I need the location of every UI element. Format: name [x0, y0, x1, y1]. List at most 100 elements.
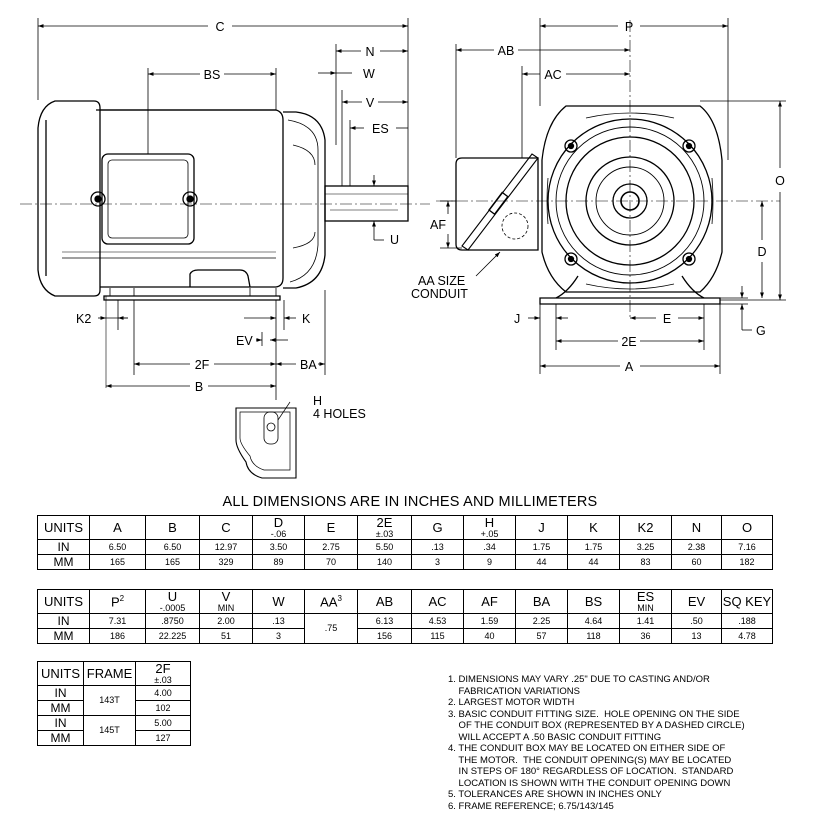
- t2-header-af: AF: [463, 589, 516, 614]
- t2-header-units: UNITS: [37, 589, 90, 614]
- front-bracket: [283, 111, 326, 289]
- label-bs: BS: [204, 68, 221, 82]
- aa-value-cell: .75: [304, 613, 358, 644]
- label-ac: AC: [544, 68, 561, 82]
- table-cell: 2.25: [515, 613, 568, 629]
- label-e: E: [663, 312, 671, 326]
- label-n: N: [365, 45, 374, 59]
- note-line: FABRICATION VARIATIONS: [448, 685, 580, 697]
- table-cell: 2.38: [671, 539, 722, 555]
- table-cell: 3.50: [252, 539, 305, 555]
- t3-unit-in: IN: [37, 685, 84, 701]
- table-cell: .13: [411, 539, 464, 555]
- frame-cell: 143T: [83, 685, 136, 716]
- label-ab: AB: [498, 44, 515, 58]
- table-cell: 165: [89, 554, 146, 570]
- t3-unit-mm: MM: [37, 700, 84, 716]
- table-cell: 5.00: [135, 715, 191, 731]
- table-cell: 1.75: [515, 539, 568, 555]
- t3-header-2f: 2F±.03: [135, 661, 191, 686]
- t1-header-2e: 2E±.03: [357, 515, 412, 540]
- table-cell: 89: [252, 554, 305, 570]
- table-cell: .13: [252, 613, 305, 629]
- table-cell: 40: [463, 628, 516, 644]
- table-cell: 118: [567, 628, 620, 644]
- label-g: G: [756, 324, 766, 338]
- table-cell: 7.31: [89, 613, 146, 629]
- label-af: AF: [430, 218, 446, 232]
- t3-header-units: UNITS: [37, 661, 84, 686]
- notes-list: 1. DIMENSIONS MAY VARY .25" DUE TO CASTI…: [448, 674, 778, 812]
- label-conduit: CONDUIT: [411, 287, 468, 301]
- table-cell: 186: [89, 628, 146, 644]
- table-cell: 6.50: [89, 539, 146, 555]
- label-p: P: [625, 20, 633, 34]
- table-cell: 4.00: [135, 685, 191, 701]
- label-aa-size: AA SIZE: [418, 274, 465, 288]
- table-cell: 4.78: [721, 628, 773, 644]
- note-line: WILL ACCEPT A .50 BASIC CONDUIT FITTING: [448, 731, 662, 743]
- front-housing: [541, 105, 723, 293]
- shaft: [324, 185, 409, 222]
- note-line: 5. TOLERANCES ARE SHOWN IN INCHES ONLY: [448, 789, 662, 800]
- label-holes: 4 HOLES: [313, 407, 366, 421]
- table-cell: 4.64: [567, 613, 620, 629]
- side-view: [20, 100, 430, 388]
- table-cell: 6.50: [145, 539, 200, 555]
- conduit-box-side: [455, 157, 539, 251]
- table-cell: 1.59: [463, 613, 516, 629]
- table-cell: 1.41: [619, 613, 672, 629]
- t2-header-ev: EV: [671, 589, 722, 614]
- note-line: 4. THE CONDUIT BOX MAY BE LOCATED ON EIT…: [448, 743, 726, 754]
- label-k2: K2: [76, 312, 91, 326]
- table-cell: 102: [135, 700, 191, 716]
- front-dimensions: [440, 18, 786, 374]
- label-v: V: [366, 96, 375, 110]
- label-2f: 2F: [195, 358, 210, 372]
- table-row: IN 143T 4.00: [37, 685, 191, 716]
- table-cell: 5.50: [357, 539, 412, 555]
- table-cell: 60: [671, 554, 722, 570]
- label-j: J: [514, 312, 520, 326]
- end-bell: [37, 100, 101, 297]
- t2-unit-mm: MM: [37, 628, 90, 644]
- table-row: IN 6.50 6.50 12.97 3.50 2.75 5.50 .13 .3…: [37, 539, 773, 555]
- motor-base: [103, 295, 281, 301]
- t3-header-frame: FRAME: [83, 661, 136, 686]
- label-ba: BA: [300, 358, 317, 372]
- t1-header-a: A: [89, 515, 146, 540]
- t3-unit-mm: MM: [37, 730, 84, 746]
- t2-header-ba: BA: [515, 589, 568, 614]
- table-cell: 165: [145, 554, 200, 570]
- t2-header-ab: AB: [357, 589, 412, 614]
- label-a: A: [625, 360, 634, 374]
- note-line: 6. FRAME REFERENCE; 6.75/143/145: [448, 800, 614, 812]
- t1-unit-mm: MM: [37, 554, 90, 570]
- conduit-box: [101, 153, 195, 245]
- t2-unit-in: IN: [37, 613, 90, 629]
- label-ev: EV: [236, 334, 253, 348]
- t1-header-g: G: [411, 515, 464, 540]
- table-cell: 3.25: [619, 539, 672, 555]
- label-w: W: [363, 67, 375, 81]
- note-line: THE MOTOR. THE CONDUIT OPENING(S) MAY BE…: [448, 754, 732, 766]
- table-cell: 83: [619, 554, 672, 570]
- t1-header-b: B: [145, 515, 200, 540]
- table-cell: 57: [515, 628, 568, 644]
- note-line: OF THE CONDUIT BOX (REPRESENTED BY A DAS…: [448, 720, 745, 731]
- table-cell: 1.75: [567, 539, 620, 555]
- table-cell: 182: [721, 554, 773, 570]
- label-h: H: [313, 394, 322, 408]
- side-dimensions: [37, 18, 409, 400]
- t1-header-d: D-.06: [252, 515, 305, 540]
- t1-header-e: E: [304, 515, 358, 540]
- label-b: B: [195, 380, 203, 394]
- motor-dimension-drawing: C BS N W V ES U K2 EV K 2F BA B H 4 HOLE…: [20, 18, 786, 479]
- table-cell: 2.75: [304, 539, 358, 555]
- label-k: K: [302, 312, 311, 326]
- t2-header-sq-key: SQ KEY: [721, 589, 773, 614]
- label-2e: 2E: [621, 335, 636, 349]
- table-cell: 51: [199, 628, 253, 644]
